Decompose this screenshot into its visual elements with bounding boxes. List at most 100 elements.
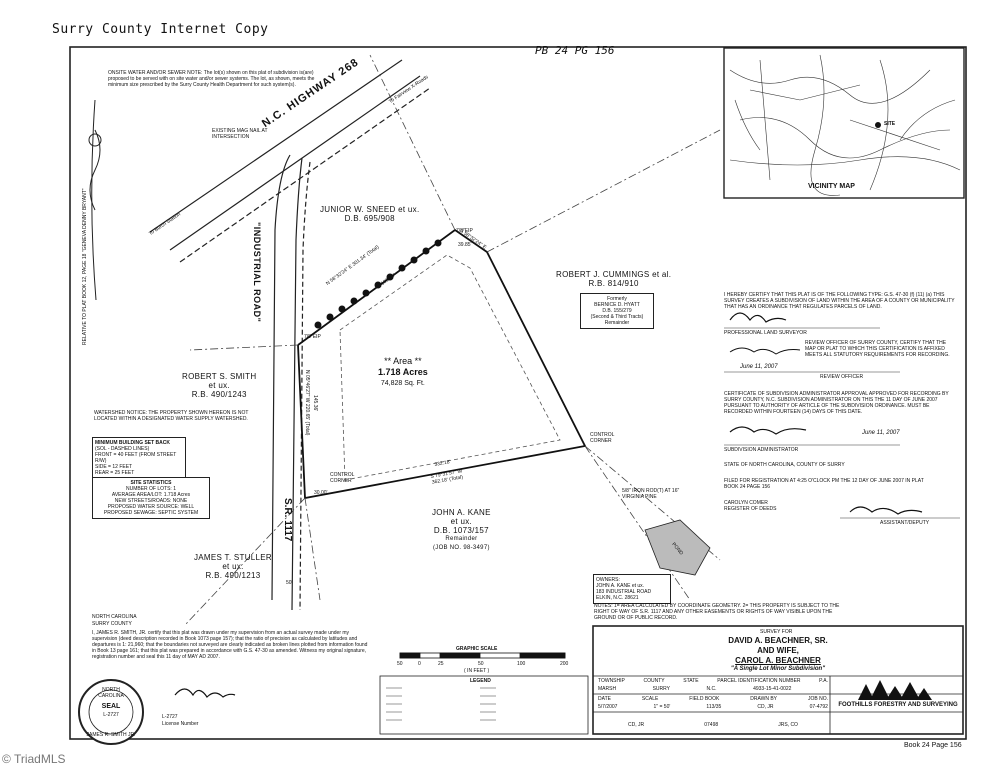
scale-tick: 50 [397,661,403,667]
site-stats-line: PROPOSED SEWAGE: SEPTIC SYSTEM [103,510,199,516]
owners-box: OWNERS: JOHN A. KANE et ux. 183 INDUSTRI… [593,574,671,604]
owner-smith-etux: et ux. [208,381,230,390]
owner-sneed-db: D.B. 695/908 [344,214,395,223]
tb-val: MARSH [598,686,617,692]
page-title: Surry County Internet Copy [52,22,269,37]
title-block-frame [592,625,964,735]
surveyor-cert-county: SURRY COUNTY [92,621,132,627]
scale-tick: 25 [438,661,444,667]
hedgerow-trees [314,239,442,329]
cert-register-asst: ASSISTANT/DEPUTY [880,520,930,526]
industrial-road-label: "INDUSTRIAL ROAD" [252,222,262,323]
book-page-footer: Book 24 Page 156 [904,742,962,749]
scale-tick: 0 [418,661,421,667]
scale-tick: 100 [517,661,526,667]
owner-cummings-name: ROBERT J. CUMMINGS et al. [556,270,672,279]
title-owner-1: DAVID A. BEACHNER, SR. [728,636,828,645]
bottom-notes: NOTES: 1= AREA CALCULATED BY COORDINATE … [594,603,840,621]
bearing-b12: N 05°46'27" W [304,370,310,403]
seal-mid: SEAL [101,703,121,710]
owner-cummings: ROBERT J. CUMMINGS et al. R.B. 814/910 [556,270,671,288]
bearing-b11: 220.65' (Total) [304,403,310,436]
cert-register-role: REGISTER OF DEEDS [724,506,777,512]
surveyor-seal [78,679,144,745]
company-name: FOOTHILLS FORESTRY AND SURVEYING [838,702,958,708]
setback-title: MINIMUM BUILDING SET BACK [95,440,170,446]
area-sqft: 74,828 Sq. Ft. [380,380,425,387]
legend-frame [379,675,589,735]
cert-register-name: CAROLYN COMER [724,500,768,506]
tb-val: 4933-15-41-0022 [753,686,792,692]
pipe-label-2: 7/8"EIP [304,334,321,340]
watershed-notice: WATERSHED NOTICE: THE PROPERTY SHOWN HER… [94,410,249,422]
owner-kane-db: D.B. 1073/157 [433,526,489,535]
title-surveyed-for: SURVEY FOR [760,629,793,635]
cert-signature-2 [729,347,801,355]
owner-kane: JOHN A. KANE et ux. D.B. 1073/157 Remain… [432,508,491,553]
vicinity-map-roads [729,54,961,196]
area-label: ** Area ** 1.718 Acres 74,828 Sq. Ft. [378,356,428,389]
plat-border [69,46,967,740]
north-arrow [88,99,102,301]
owner-kane-etux: et ux. [450,517,473,526]
control-corner-east: CONTROL CORNER [590,432,615,444]
title-block-row-1-headers: TOWNSHIP COUNTY STATE PARCEL IDENTIFICAT… [598,678,828,684]
title-subtitle: "A Single Lot Minor Subdivision" [730,666,826,672]
sr-1117-label: S.R. 1117 [282,498,293,542]
cert-signature-3 [729,426,807,435]
site-stats-line: AVERAGE AREA/LOT: 1.718 Acres [111,492,191,498]
setback-front: FRONT = 40 FEET (FROM STREET R/W) [95,452,177,464]
tb-col: P.A. [819,678,828,684]
pipe-label-1: 7/8"EIP [456,228,473,234]
owner-stuller-etux: et ux. [222,562,244,571]
tb-footer: JRS, CO [778,722,798,728]
owner-smith: ROBERT S. SMITH et ux. R.B. 490/1243 [182,372,256,399]
owner-hyatt-name: BERNICE D. HYATT [594,302,640,308]
cert-state: STATE OF NORTH CAROLINA, COUNTY OF SURRY [724,462,845,468]
owner-hyatt-rem: Remainder [604,320,630,326]
cert-signature-4 [849,506,923,515]
setback-rear: REAR = 25 FEET [95,470,135,476]
seal-num: L-2727 [103,712,119,718]
legend-items [386,687,496,721]
title-owner-2: CAROL A. BEACHNER [735,656,821,665]
site-stats-line: PROPOSED WATER SOURCE: WELL [107,504,195,510]
tb-col: STATE [683,678,699,684]
surveyor-license: L-2727 [162,714,178,720]
industrial-road [271,154,311,611]
graphic-scale-bar [399,652,566,659]
tb-val: 1" = 50' [653,704,671,710]
cert-review-role: REVIEW OFFICER [820,374,864,380]
scale-unit: ( IN FEET ) [464,668,490,674]
graphic-scale-title: GRAPHIC SCALE [456,646,498,652]
cert-subdivision: CERTIFICATE OF SUBDIVISION ADMINISTRATOR… [724,391,949,415]
tb-footer: 07498 [704,722,719,728]
site-stats-line: NEW STREETS/ROADS: NONE [114,498,188,504]
control-corner-south: CONTROL CORNER [330,472,355,484]
site-stats-title: SITE STATISTICS [130,480,172,486]
title-block-row-2-headers: DATE SCALE FIELD BOOK DRAWN BY JOB NO. [598,696,828,702]
owner-stuller: JAMES T. STULLER et ux. R.B. 490/1213 [194,553,272,580]
cert-review: REVIEW OFFICER OF SURRY COUNTY, CERTIFY … [805,340,950,358]
legend-title: LEGEND [470,678,491,684]
tb-footer: CD, JR [628,722,645,728]
tb-col: DATE [598,696,611,702]
owner-hyatt-note: (Second & Third Tracts) [590,314,644,320]
vicinity-map-title: VICINITY MAP [808,183,855,190]
bearing-b9: 30.00' [314,490,328,496]
tb-val: N.C. [706,686,717,692]
relative-note: RELATIVE TO PLAT BOOK 12, PAGE 18 "GENEV… [82,188,88,345]
title-block-row-1-values: MARSH SURRY N.C. 4933-15-41-0022 [598,686,828,692]
tb-col: FIELD BOOK [689,696,720,702]
owner-cummings-db: R.B. 814/910 [588,279,639,288]
owner-kane-rem: Remainder [445,536,478,542]
owner-hyatt-box: Formerly BERNICE D. HYATT D.B. 155/279 (… [580,293,654,329]
title-and: AND WIFE, [757,646,799,655]
tb-col: TOWNSHIP [598,678,625,684]
iron-rod-label: 5/8" IRON ROD(T) AT 16" VIRGINIA PINE [622,488,680,500]
tb-col: DRAWN BY [750,696,778,702]
owners-title: OWNERS: [596,577,620,583]
title-block-row-2-values: 5/7/2007 1" = 50' 113/35 CD, JR 07-4792 [598,704,828,710]
setback-box: MINIMUM BUILDING SET BACK (SOL - DASHED … [92,437,186,479]
tb-col: PARCEL IDENTIFICATION NUMBER [717,678,801,684]
